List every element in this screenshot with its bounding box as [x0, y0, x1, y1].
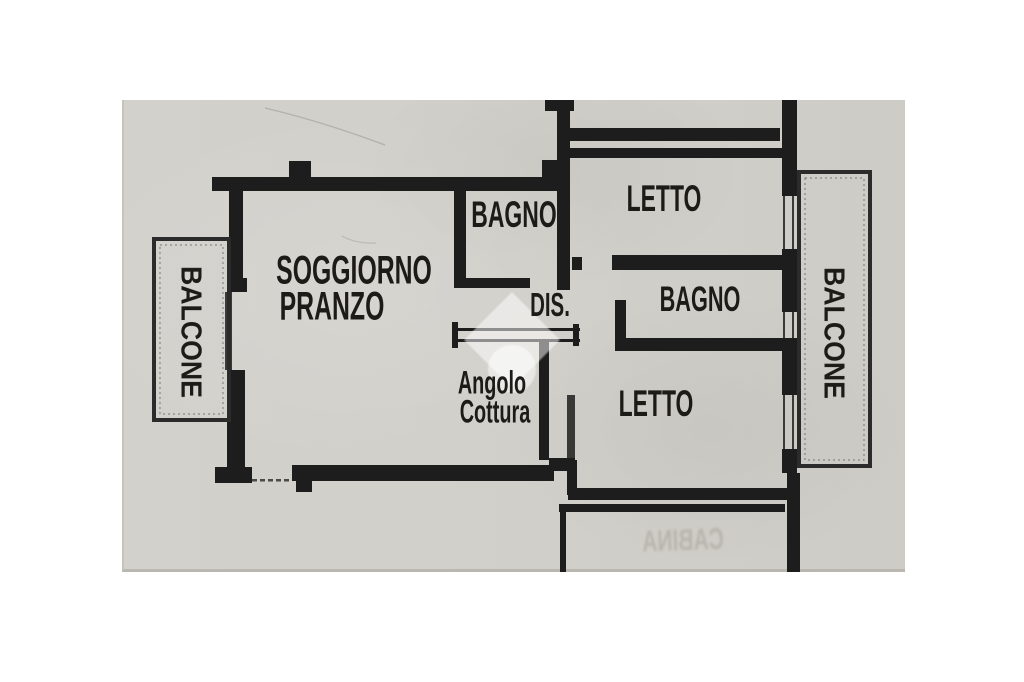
- label-disimpegno: DIS.: [530, 286, 570, 323]
- watermark-diamond-icon: [464, 292, 560, 388]
- label-letto-bottom: LETTO: [618, 383, 694, 424]
- agency-watermark: [464, 292, 560, 393]
- label-cottura: Cottura: [459, 393, 531, 430]
- label-balcone-right: BALCONE: [817, 267, 850, 399]
- label-bleed-through: CABINA: [641, 522, 725, 559]
- label-balcone-left: BALCONE: [174, 266, 207, 398]
- scanned-paper: SOGGIORNO PRANZO BAGNO LETTO DIS. BAGNO …: [122, 100, 905, 572]
- scan-scratch-marks: [264, 107, 386, 244]
- label-pranzo: PRANZO: [279, 284, 385, 329]
- label-soggiorno: SOGGIORNO: [276, 248, 432, 293]
- balcony-left-outline: [152, 237, 231, 422]
- label-letto-top: LETTO: [626, 178, 702, 219]
- label-bagno-right: BAGNO: [659, 280, 741, 319]
- watermark-circle-icon: [488, 345, 536, 393]
- label-angolo: Angolo: [457, 364, 527, 401]
- balcony-right-outline: [797, 170, 872, 468]
- window-lines: [225, 196, 794, 449]
- label-bagno-top: BAGNO: [471, 194, 557, 235]
